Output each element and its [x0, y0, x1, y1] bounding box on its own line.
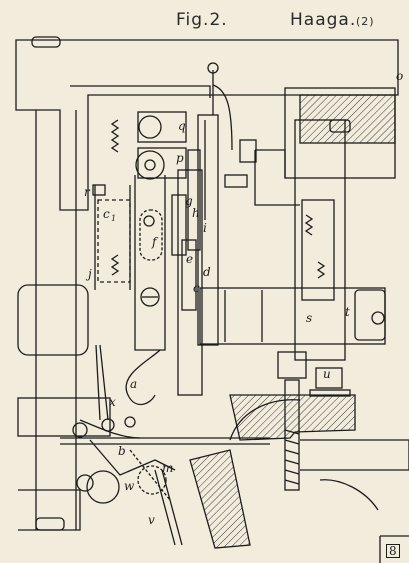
base-arch: [229, 399, 301, 441]
label-c1: c: [103, 207, 110, 221]
block-q: [137, 111, 187, 143]
label-j: j: [88, 267, 92, 281]
roller-p-hub: [144, 159, 156, 171]
page-number: 8: [386, 544, 400, 558]
shaft-end-cap: [354, 289, 386, 341]
label-u: u: [323, 367, 331, 381]
lever-arm: [134, 175, 166, 351]
bed-plate-line: [60, 437, 270, 445]
screw-thread: [284, 429, 300, 485]
cam-link: [89, 439, 176, 476]
page-box: [379, 535, 409, 563]
plate-c: [177, 169, 203, 396]
roller-w-small: [76, 474, 94, 492]
roller-p: [135, 150, 165, 180]
label-q: q: [178, 119, 186, 133]
plate-g: [171, 194, 187, 256]
lever-pivot: [143, 215, 155, 227]
cam-m: [137, 465, 167, 495]
label-t: t: [345, 305, 350, 319]
shaft-bolt: [371, 311, 385, 325]
label-r: r: [84, 185, 90, 199]
roller-x2: [101, 418, 115, 432]
block-u: [315, 367, 343, 389]
label-x: x: [109, 395, 116, 409]
label-c1-sub: 1: [111, 214, 117, 223]
hex-nut-upper-2: [224, 174, 248, 188]
right-spring: [304, 214, 326, 279]
right-slide-inner: [301, 199, 335, 301]
base-right: [300, 439, 409, 471]
label-o: o: [396, 69, 404, 83]
hex-nut-lower: [277, 351, 307, 379]
label-h: h: [192, 206, 200, 220]
label-p: p: [176, 151, 184, 165]
label-e: e: [186, 252, 194, 266]
plate-e: [181, 239, 197, 311]
plate-d: [197, 114, 219, 346]
probe-arm: [212, 84, 233, 151]
lever-bolt: [140, 287, 160, 307]
left-column: [35, 110, 77, 530]
head-block-hatched: [299, 94, 396, 144]
spring-frame-dashed: [97, 199, 131, 283]
label-c: c: [193, 281, 200, 295]
base-curve: [319, 479, 379, 511]
column-block-upper: [17, 284, 89, 356]
lever-slot: [139, 209, 163, 261]
block-p: [137, 147, 187, 179]
needle-bar: [154, 469, 183, 546]
figure-title: Fig.2.: [176, 10, 228, 30]
roller-w: [86, 470, 120, 504]
hex-nut-upper: [239, 139, 257, 163]
label-b: b: [118, 444, 126, 458]
label-d: d: [203, 265, 211, 279]
label-g: g: [185, 194, 193, 208]
block-r: [92, 184, 106, 196]
spring-lower: [110, 254, 120, 276]
label-m: m: [162, 461, 174, 475]
label-s: s: [306, 311, 313, 325]
sheet-reference: (2): [356, 15, 375, 28]
dashed-guide: [129, 449, 171, 501]
right-slide: [294, 119, 346, 361]
probe-knob: [207, 62, 219, 74]
shaft-break: [224, 290, 263, 342]
author-name: Haaga.: [290, 10, 357, 30]
base-casting: [229, 394, 356, 441]
label-v: v: [148, 513, 155, 527]
wire-guide: [95, 344, 109, 421]
roller-q: [138, 115, 162, 139]
base-slope: [189, 449, 251, 549]
right-screw-head: [329, 119, 351, 133]
label-i: i: [203, 221, 207, 235]
spring-upper: [110, 119, 120, 153]
column-block-lower: [17, 397, 111, 437]
roller-x3: [124, 416, 136, 428]
inner-rail: [70, 85, 211, 98]
washer-u: [309, 389, 351, 397]
roller-x1: [72, 422, 88, 438]
label-a: a: [130, 377, 138, 391]
plate-h: [187, 149, 201, 251]
frame-boss: [31, 36, 61, 48]
upper-frame: [15, 39, 399, 211]
wire-a: [125, 349, 161, 406]
label-w: w: [124, 479, 135, 493]
foot-boss: [35, 517, 65, 531]
screw-shaft: [284, 379, 300, 491]
column-foot: [18, 489, 81, 531]
label-f: f: [152, 235, 157, 249]
main-shaft: [199, 287, 386, 345]
left-spring-frame: [94, 185, 131, 290]
head-step: [254, 149, 300, 206]
